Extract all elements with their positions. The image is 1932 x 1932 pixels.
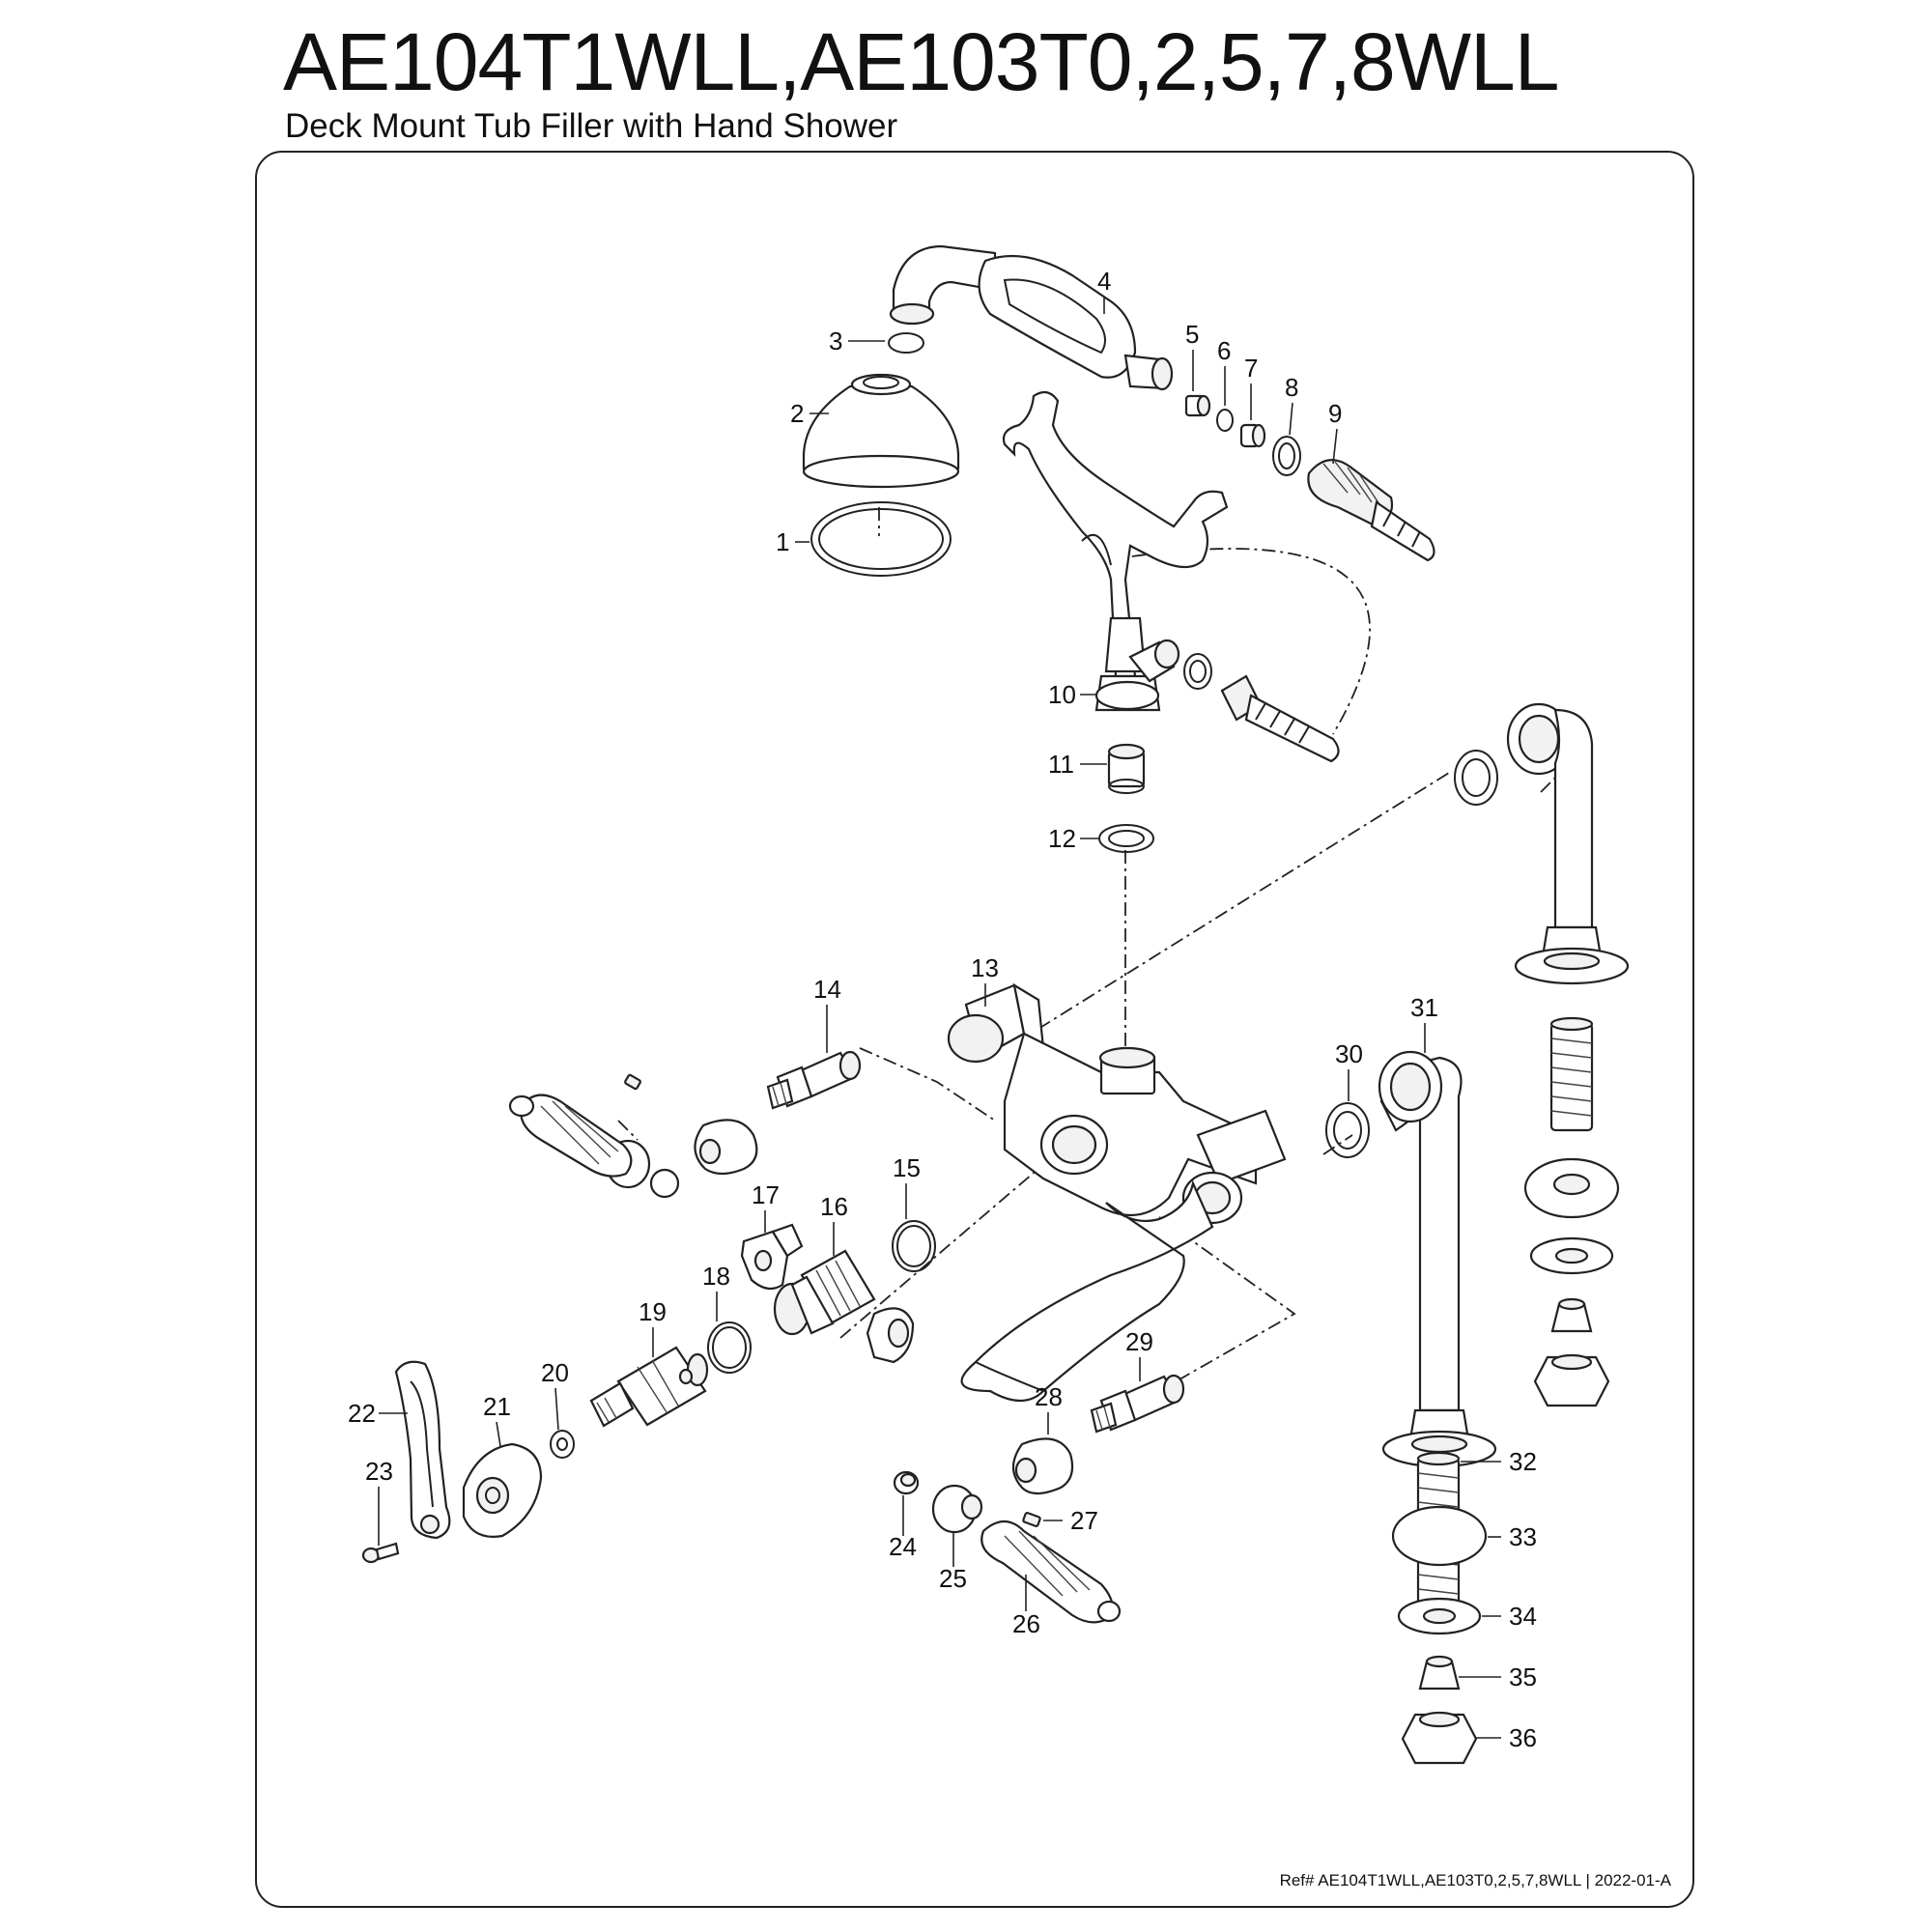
part-27-set-screw — [1022, 1512, 1041, 1527]
reference-number: Ref# AE104T1WLL,AE103T0,2,5,7,8WLL | 202… — [1279, 1871, 1671, 1889]
callout-8: 8 — [1285, 373, 1298, 402]
part-1-o-ring-inner — [818, 508, 944, 570]
callout-34: 34 — [1509, 1602, 1537, 1631]
part-11-insert — [1107, 743, 1146, 794]
part-24-button — [893, 1470, 920, 1495]
part-36-nut — [1401, 1711, 1478, 1765]
part-33-lock-washer — [1391, 1505, 1488, 1567]
callout-21: 21 — [483, 1392, 511, 1421]
callout-29: 29 — [1125, 1327, 1153, 1356]
assembly-lines — [617, 507, 1571, 1392]
left-lever-handle-assembly — [508, 1073, 758, 1199]
part-7-nut — [1239, 423, 1266, 448]
callout-6: 6 — [1217, 336, 1231, 365]
part-16-diverter — [773, 1249, 915, 1364]
callout-36: 36 — [1509, 1723, 1537, 1752]
part-26-lever-handle — [980, 1520, 1122, 1624]
left-riser-flat-washer — [1529, 1236, 1614, 1275]
left-riser-ferrule — [1550, 1297, 1593, 1333]
callout-13: 13 — [971, 953, 999, 982]
part-21-escutcheon — [462, 1442, 543, 1538]
callout-30: 30 — [1335, 1039, 1363, 1068]
callout-19: 19 — [639, 1297, 667, 1326]
left-riser-nut — [1533, 1353, 1610, 1407]
part-4-hand-shower-handle — [889, 244, 1174, 391]
part-23-screw — [361, 1542, 400, 1564]
callout-4: 4 — [1097, 267, 1111, 296]
part-17-clip — [740, 1223, 804, 1291]
callout-9: 9 — [1328, 399, 1342, 428]
callout-3: 3 — [829, 327, 842, 355]
callout-32: 32 — [1509, 1447, 1537, 1476]
part-12-washer — [1098, 824, 1154, 853]
callout-7: 7 — [1244, 354, 1258, 383]
part-28-bonnet — [1011, 1437, 1074, 1495]
callout-16: 16 — [820, 1192, 848, 1221]
callout-5: 5 — [1185, 320, 1199, 349]
diagram-subtitle: Deck Mount Tub Filler with Hand Shower — [285, 107, 898, 145]
part-34-flat-washer — [1397, 1597, 1482, 1635]
callout-23: 23 — [365, 1457, 393, 1486]
part-19-stem — [589, 1346, 709, 1428]
left-riser-shank — [1549, 1016, 1594, 1132]
callout-15: 15 — [893, 1153, 921, 1182]
callout-14: 14 — [813, 975, 841, 1004]
callout-22: 22 — [348, 1399, 376, 1428]
callout-28: 28 — [1035, 1382, 1063, 1411]
left-riser-lock-washer — [1523, 1157, 1620, 1219]
part-31-riser-elbow — [1378, 1050, 1497, 1468]
callout-26: 26 — [1012, 1609, 1040, 1638]
cradle-holder — [1002, 390, 1229, 678]
part-20-washer — [550, 1430, 575, 1459]
assembly-line-diverter — [839, 1139, 1073, 1339]
assembly-line-left-handle — [617, 1120, 639, 1141]
part-3-washer — [888, 332, 924, 354]
part-14-valve-cartridge — [766, 1050, 862, 1110]
part-6-washer — [1216, 409, 1234, 432]
part-2-shower-head — [802, 373, 960, 489]
callout-24: 24 — [889, 1532, 917, 1561]
part-22-lever-handle — [394, 1360, 451, 1540]
callout-10: 10 — [1048, 680, 1076, 709]
callout-17: 17 — [752, 1180, 780, 1209]
callout-20: 20 — [541, 1358, 569, 1387]
part-29-valve-cartridge — [1090, 1374, 1185, 1434]
callout-2: 2 — [790, 399, 804, 428]
callout-27: 27 — [1070, 1506, 1098, 1535]
callout-1: 1 — [776, 527, 789, 556]
part-10-cradle-base — [1094, 616, 1340, 763]
assembly-line-spout — [1037, 772, 1450, 1030]
assembly-line-left-valve — [859, 1047, 996, 1122]
part-5-nipple — [1184, 394, 1211, 417]
callout-12: 12 — [1048, 824, 1076, 853]
callout-11: 11 — [1048, 750, 1074, 779]
diagram-title: AE104T1WLL,AE103T0,2,5,7,8WLL — [283, 16, 1559, 107]
callout-25: 25 — [939, 1564, 967, 1593]
assembly-line-right-valve — [1158, 1216, 1296, 1392]
part-35-ferrule — [1418, 1655, 1461, 1690]
callout-18: 18 — [702, 1262, 730, 1291]
part-1-o-ring — [810, 501, 952, 577]
part-13-faucet-body — [947, 982, 1287, 1402]
callout-31: 31 — [1410, 993, 1438, 1022]
left-riser-elbow — [1454, 702, 1630, 985]
part-9-hose-connector — [1307, 459, 1435, 562]
part-18-o-ring — [707, 1321, 752, 1374]
part-8-washer — [1272, 436, 1301, 476]
assembly-line-right-riser — [1322, 1134, 1353, 1155]
part-25-hub — [931, 1484, 983, 1534]
part-30-washer — [1325, 1102, 1370, 1158]
diagram-frame — [255, 151, 1694, 1908]
callout-35: 35 — [1509, 1662, 1537, 1691]
callouts: 1 2 3 4 5 6 7 8 9 10 11 12 13 14 15 17 1… — [348, 267, 1537, 1752]
part-15-o-ring — [892, 1220, 936, 1272]
callout-33: 33 — [1509, 1522, 1537, 1551]
